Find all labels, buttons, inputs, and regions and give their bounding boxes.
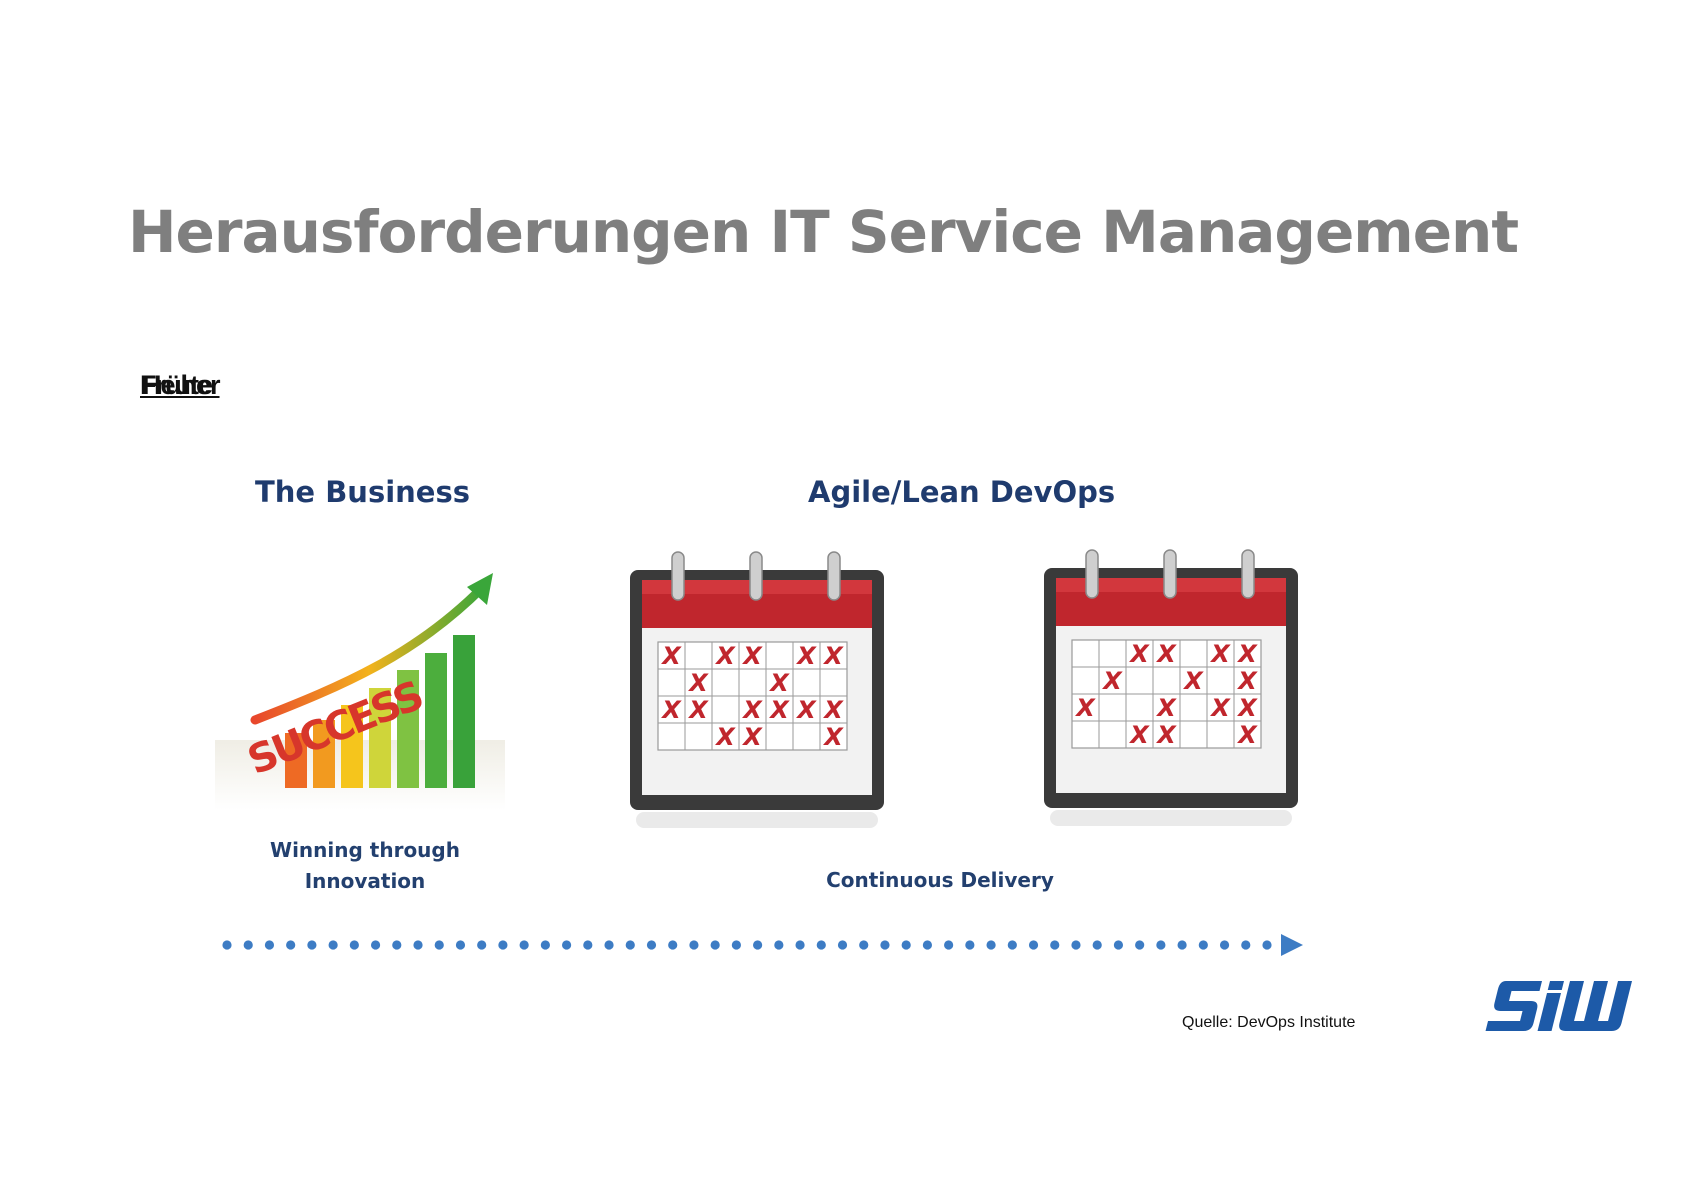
arrow-dot: [795, 940, 805, 950]
dotted-progress-arrow: [222, 934, 1303, 956]
arrow-dot: [561, 940, 572, 950]
arrow-dot: [519, 940, 529, 950]
arrow-dot: [477, 940, 487, 950]
calendar-x-mark: X: [1182, 667, 1204, 695]
arrow-dot: [944, 940, 954, 950]
arrow-dot: [880, 940, 890, 950]
calendar-x-mark: X: [741, 696, 763, 724]
arrow-dot: [646, 940, 657, 950]
arrow-dot: [349, 940, 359, 950]
arrow-dot: [731, 940, 741, 950]
arrow-dot: [434, 940, 444, 950]
winning-caption-line1: Winning through: [270, 838, 460, 862]
calendar-x-mark: X: [660, 696, 682, 724]
arrow-dot: [774, 940, 784, 950]
calendar-x-mark: X: [768, 669, 790, 697]
arrow-dot: [816, 940, 826, 950]
calendar-x-mark: X: [1074, 694, 1096, 722]
arrow-dot: [753, 940, 763, 950]
arrow-dot: [243, 940, 253, 950]
arrow-dot: [1050, 940, 1060, 950]
calendar-x-mark: X: [1209, 694, 1231, 722]
calendar-x-mark: X: [687, 696, 709, 724]
arrow-dot: [1177, 940, 1187, 950]
arrow-dot: [286, 940, 296, 950]
arrow-dot: [328, 940, 338, 950]
calendar-x-mark: X: [714, 642, 736, 670]
arrow-dot: [222, 940, 232, 950]
arrow-dot: [837, 940, 848, 950]
arrow-dot: [1135, 940, 1145, 950]
arrow-dot: [604, 940, 614, 950]
arrow-dot: [1028, 940, 1039, 950]
calendar-x-mark: X: [714, 723, 736, 751]
arrow-dot: [1198, 940, 1208, 950]
calendar-x-mark: X: [1236, 640, 1258, 668]
calendar-x-mark: X: [822, 696, 844, 724]
arrow-dot: [498, 940, 508, 950]
calendar-x-mark: X: [795, 642, 817, 670]
arrow-dot: [859, 940, 869, 950]
calendar-x-mark: X: [741, 723, 763, 751]
calendar-x-mark: X: [768, 696, 790, 724]
siw-logo: [1485, 981, 1633, 1031]
label-heute: Heute: [142, 370, 213, 400]
arrow-dot: [1262, 940, 1272, 950]
calendar-x-mark: X: [1155, 721, 1177, 749]
calendar-x-mark: X: [822, 723, 844, 751]
arrow-dot: [583, 940, 593, 950]
devops-heading: Agile/Lean DevOps: [808, 475, 1116, 509]
calendar-x-mark: X: [1236, 694, 1258, 722]
arrow-dot: [965, 940, 975, 950]
arrow-dot: [922, 940, 933, 950]
calendar-x-mark: X: [1236, 721, 1258, 749]
slide-title: Herausforderungen IT Service Management: [128, 198, 1519, 266]
calendar-x-mark: X: [687, 669, 709, 697]
calendar-x-mark: X: [1128, 721, 1150, 749]
arrow-dot: [1007, 940, 1017, 950]
arrow-dot: [901, 940, 911, 950]
calendar-x-mark: X: [1155, 640, 1177, 668]
calendar-x-mark: X: [1209, 640, 1231, 668]
arrow-dot: [1092, 940, 1102, 950]
calendar-x-mark: X: [795, 696, 817, 724]
arrow-dot: [392, 940, 402, 950]
calendar-x-mark: X: [1155, 694, 1177, 722]
arrow-dot: [413, 940, 423, 950]
calendar-x-mark: X: [741, 642, 763, 670]
arrow-dot: [710, 940, 720, 950]
calendar-x-mark: X: [1101, 667, 1123, 695]
arrow-dot: [370, 940, 381, 950]
arrow-dot: [689, 940, 699, 950]
arrow-head: [1281, 934, 1303, 956]
arrow-dot: [540, 940, 550, 950]
calendar-x-mark: X: [660, 642, 682, 670]
arrow-dot: [1071, 940, 1081, 950]
arrow-dot: [625, 940, 635, 950]
arrow-dot: [668, 940, 678, 950]
arrow-dot: [1113, 940, 1124, 950]
arrow-dot: [455, 940, 466, 950]
arrow-dot: [986, 940, 996, 950]
arrow-dot: [264, 940, 275, 950]
success-growth-graphic: SUCCESS: [215, 573, 505, 810]
overlapping-labels: Früher Heute: [140, 370, 340, 410]
calendar-x-mark: X: [822, 642, 844, 670]
calendar-x-mark: X: [1236, 667, 1258, 695]
source-note: Quelle: DevOps Institute: [1182, 1014, 1356, 1031]
continuous-delivery-caption: Continuous Delivery: [826, 868, 1054, 892]
arrow-dot: [307, 940, 317, 950]
winning-caption: Winning through Innovation: [260, 835, 470, 897]
calendar-x-mark: X: [1128, 640, 1150, 668]
arrow-dot: [1156, 940, 1166, 950]
label-frueher: Früher: [140, 370, 221, 400]
business-heading: The Business: [255, 475, 470, 509]
arrow-dot: [1219, 940, 1230, 950]
arrow-dot: [1241, 940, 1251, 950]
winning-caption-line2: Innovation: [304, 869, 426, 893]
